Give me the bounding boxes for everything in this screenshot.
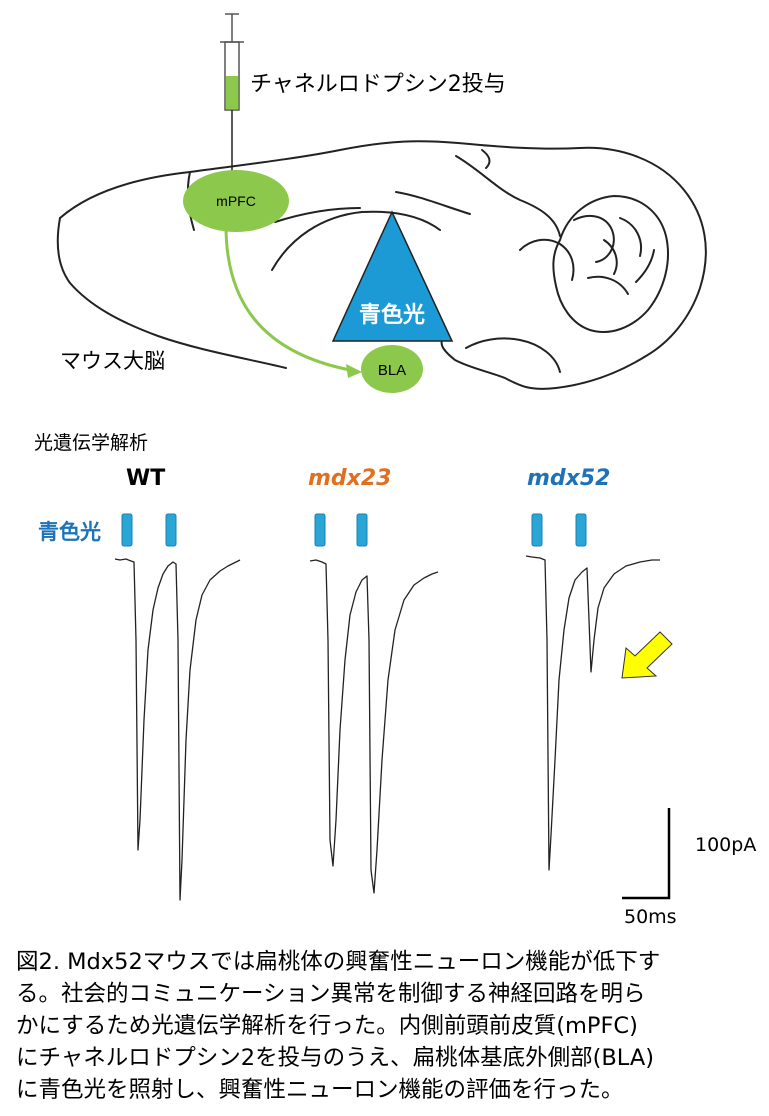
- scale-y-label: 100pA: [695, 834, 757, 856]
- blue-light-triangle: [331, 210, 454, 342]
- blue-light-row-label: 青色光: [38, 520, 101, 544]
- group-label-wt: WT: [126, 466, 166, 491]
- injection-label: チャネルロドプシン2投与: [250, 72, 506, 97]
- figure-caption: 図2. Mdx52マウスでは扁桃体の興奮性ニューロン機能が低下す る。社会的コミ…: [16, 946, 756, 1106]
- bla-region: [361, 345, 423, 393]
- section-title: 光遺伝学解析: [34, 432, 149, 454]
- scale-bar: [622, 808, 671, 900]
- group-label-mdx23: mdx23: [308, 466, 392, 491]
- caption-line: 図2. Mdx52マウスでは扁桃体の興奮性ニューロン機能が低下す: [16, 949, 661, 975]
- trace-mdx52: [525, 555, 660, 871]
- blue-light-triangle-label: 青色光: [359, 302, 425, 328]
- group-label-mdx52: mdx52: [527, 466, 611, 491]
- caption-line: る。社会的コミュニケーション異常を制御する神経回路を明ら: [16, 981, 646, 1007]
- caption-line: かにするため光遺伝学解析を行った。内側前頭前皮質(mPFC): [16, 1013, 638, 1039]
- pulse-wt-2: [165, 513, 177, 547]
- caption-line: に青色光を照射し、興奮性ニューロン機能の評価を行った。: [16, 1077, 624, 1103]
- bla-label: BLA: [378, 362, 406, 379]
- scale-x-label: 50ms: [624, 906, 677, 928]
- syringe-icon: [220, 13, 244, 180]
- projection-arrow: [224, 225, 362, 378]
- mouse-brain-label: マウス大脳: [60, 349, 165, 373]
- pulse-mdx52-1: [531, 513, 543, 547]
- trace-mdx23: [309, 559, 439, 894]
- mpfc-label: mPFC: [216, 193, 256, 209]
- caption-line: にチャネルロドプシン2を投与のうえ、扁桃体基底外側部(BLA): [16, 1045, 655, 1071]
- pulse-mdx52-2: [575, 513, 587, 547]
- yellow-arrow-icon: [621, 631, 673, 679]
- trace-wt: [114, 558, 241, 901]
- mpfc-region: [183, 170, 289, 232]
- brain-outline: [56, 140, 707, 390]
- pulse-mdx23-2: [356, 513, 368, 547]
- light-pulses: [121, 513, 587, 547]
- pulse-mdx23-1: [314, 513, 326, 547]
- pulse-wt-1: [121, 513, 133, 547]
